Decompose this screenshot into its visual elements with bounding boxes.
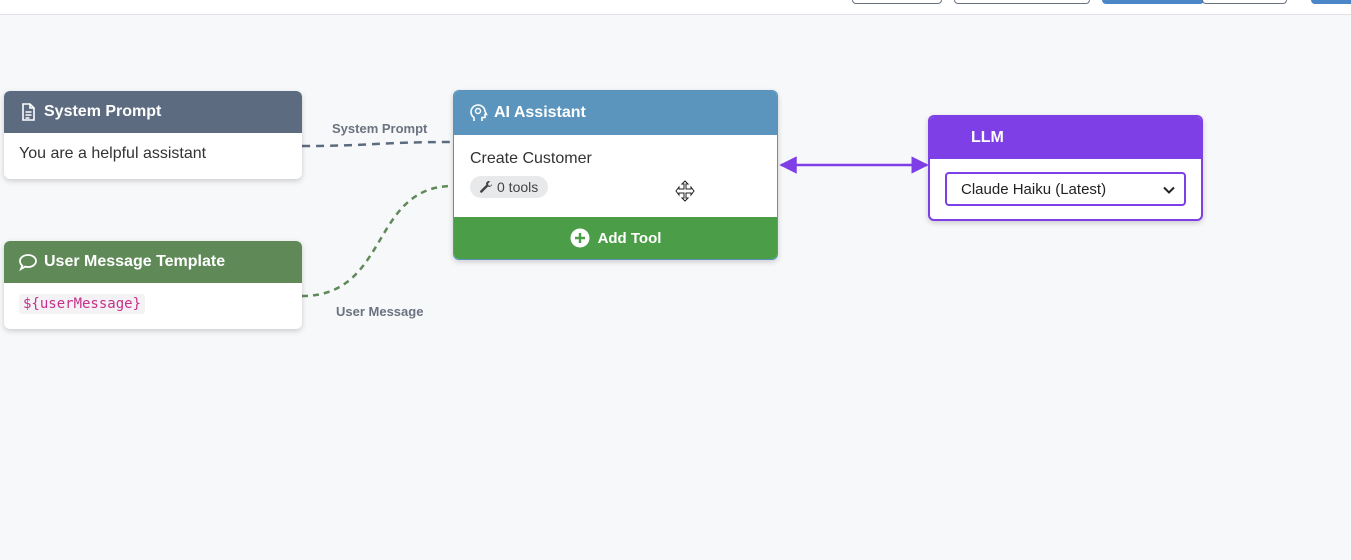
llm-title: LLM xyxy=(971,129,1004,146)
model-select-value: Claude Haiku (Latest) xyxy=(961,180,1107,198)
add-tool-label: Add Tool xyxy=(597,229,662,247)
user-message-template-title: User Message Template xyxy=(44,253,226,270)
ai-assistant-title: AI Assistant xyxy=(494,104,586,121)
ai-assistant-name: Create Customer xyxy=(470,150,592,167)
brain-head-icon xyxy=(468,103,488,123)
edge-user-message[interactable] xyxy=(301,184,454,298)
ai-assistant-body: Create Customer 0 tools xyxy=(454,135,777,217)
edge-label-system-prompt: System Prompt xyxy=(332,121,428,136)
chat-bubble-icon xyxy=(18,252,38,272)
user-message-template-header[interactable]: User Message Template xyxy=(4,241,302,283)
document-icon xyxy=(18,102,38,122)
system-prompt-header[interactable]: System Prompt xyxy=(4,91,302,133)
add-tool-button[interactable]: Add Tool xyxy=(454,217,777,259)
ai-assistant-header[interactable]: AI Assistant xyxy=(454,91,777,135)
user-message-template-node[interactable]: User Message Template ${userMessage} xyxy=(4,241,302,329)
system-prompt-node[interactable]: System Prompt You are a helpful assistan… xyxy=(4,91,302,179)
top-toolbar xyxy=(0,0,1351,15)
edge-system-prompt[interactable] xyxy=(301,140,454,148)
wrench-icon xyxy=(479,180,493,194)
system-prompt-text: You are a helpful assistant xyxy=(19,145,207,162)
plus-circle-icon xyxy=(570,228,590,248)
tools-badge[interactable]: 0 tools xyxy=(470,176,549,198)
tools-count: 0 tools xyxy=(497,179,539,195)
toolbar-primary-button[interactable] xyxy=(1311,0,1351,4)
llm-node[interactable]: LLM Claude Haiku (Latest) xyxy=(928,115,1203,221)
llm-header[interactable]: LLM xyxy=(930,117,1201,159)
model-select[interactable]: Claude Haiku (Latest) xyxy=(945,172,1186,206)
move-cursor-icon xyxy=(675,180,695,202)
system-prompt-title: System Prompt xyxy=(44,103,162,120)
ai-assistant-node[interactable]: AI Assistant Create Customer 0 tools Add… xyxy=(453,90,778,260)
edge-label-user-message: User Message xyxy=(336,304,424,319)
chevron-down-icon xyxy=(1162,183,1176,197)
user-message-code: ${userMessage} xyxy=(19,294,146,314)
